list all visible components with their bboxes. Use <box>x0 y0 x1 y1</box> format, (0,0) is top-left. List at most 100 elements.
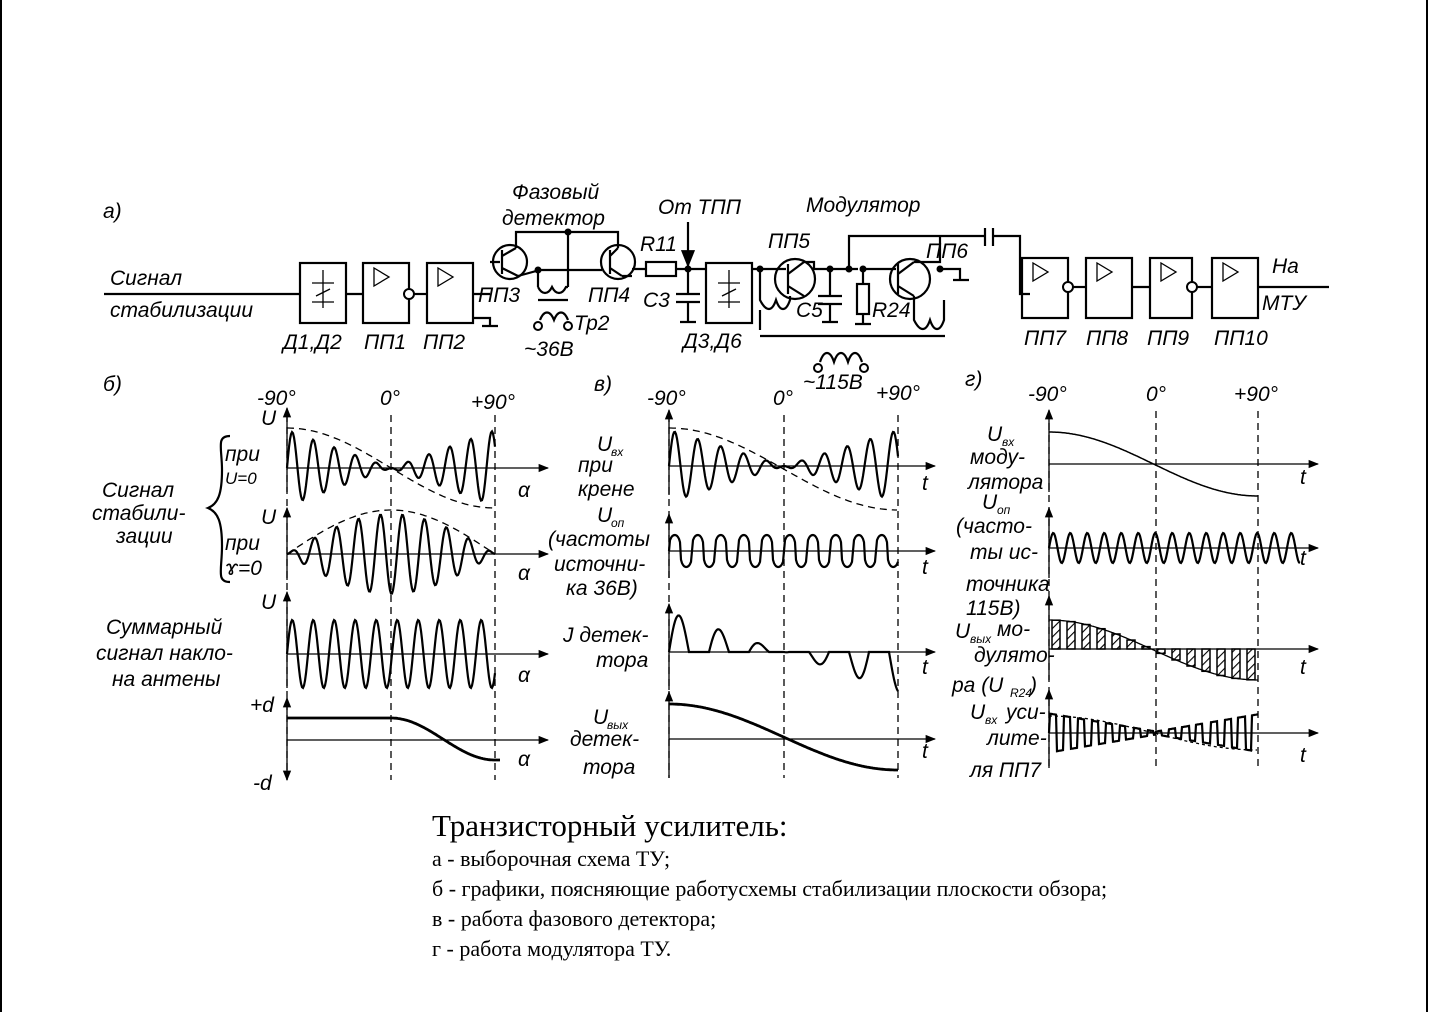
resistor-r11 <box>644 260 678 278</box>
label-tr2: Тр2 <box>574 312 610 335</box>
g-uout-label-4: ра (U <box>951 674 1004 697</box>
g4-axis-t: t <box>1300 744 1307 767</box>
b3-axis-alpha: α <box>518 664 531 687</box>
label-36v: ~36В <box>524 338 574 361</box>
v-angle-0: 0° <box>773 387 793 410</box>
graphs-b-part-label: б) <box>103 373 122 396</box>
phase-detector-label-1: Фазовый <box>512 181 600 204</box>
v-uin-label-u: U <box>597 433 613 456</box>
label-pp5: ПП5 <box>768 230 810 253</box>
g-uop-label-u: U <box>982 491 998 514</box>
amplifier-triangle-icon <box>1160 261 1178 283</box>
b2-axis-alpha: α <box>518 562 531 585</box>
g-uout-label-2: мо- <box>997 618 1030 641</box>
b2-waveform <box>286 513 496 595</box>
b-sum-label-3: на антены <box>112 668 221 691</box>
label-c5: С5 <box>796 299 823 322</box>
g-uout-label-u: U <box>955 620 971 643</box>
g-uinamp-label-3: лите- <box>986 727 1047 750</box>
b-sum-label-2: сигнал накло- <box>96 642 233 665</box>
label-pp1: ПП1 <box>364 331 406 354</box>
label-pp2: ПП2 <box>423 331 465 354</box>
caption-line-a: а - выборочная схема ТУ; <box>432 846 671 871</box>
b4-minus-d: -d <box>253 772 273 795</box>
graphs-g-part-label: г) <box>965 368 982 391</box>
b1-waveform <box>285 429 497 503</box>
amplifier-triangle-icon <box>1032 261 1050 283</box>
g3-hatched-bar <box>1231 648 1241 680</box>
v3-waveform <box>667 614 899 692</box>
amplifier-pp7 <box>1020 256 1070 320</box>
b2-axis-u: U <box>261 506 277 529</box>
b-case2-label-1: при <box>225 532 260 555</box>
amplifier-triangle-icon <box>373 266 391 288</box>
transistor-pp5 <box>773 257 817 301</box>
g2-axis-t: t <box>1300 547 1307 570</box>
b2-envelope <box>286 509 496 555</box>
coupling-capacitor <box>983 228 1030 296</box>
input-signal-label-2: стабилизации <box>110 299 253 322</box>
g-angle-minus90: -90° <box>1028 383 1067 406</box>
v-uop-label-3: источни- <box>554 553 645 576</box>
g3-hatched-bar <box>1216 648 1226 677</box>
b3-axis-u: U <box>261 591 277 614</box>
g-uop-label-sub: оп <box>997 503 1011 517</box>
v-uout-label-2: детек- <box>570 728 639 751</box>
figure-caption: Транзисторный усилитель: а - выборочная … <box>432 808 1107 964</box>
brace-icon <box>205 434 231 584</box>
g3-hatched-bar <box>1111 633 1121 650</box>
transformer-115v <box>818 351 864 366</box>
g3-hatched-bar <box>1066 620 1076 650</box>
amplifier-pp2 <box>425 261 475 325</box>
output-label-1: На <box>1272 255 1299 278</box>
v-uin-label-2: при <box>578 454 613 477</box>
modulator-label: Модулятор <box>806 194 921 217</box>
label-d1d2: Д1,Д2 <box>281 331 342 354</box>
b-signal-label-3: зации <box>115 525 173 548</box>
g-uinamp-label-u: U <box>970 701 986 724</box>
transistor-pp6 <box>888 257 932 301</box>
b-signal-label-2: стабили- <box>92 502 185 525</box>
g1-axis-t: t <box>1300 466 1307 489</box>
label-pp10: ПП10 <box>1214 327 1268 350</box>
graphs-v: в) -90° 0° +90° U вх при крене t U оп (ч… <box>548 373 937 779</box>
g-uin-label-u: U <box>987 423 1003 446</box>
v-uop-label-u: U <box>597 504 613 527</box>
transistor-pp4 <box>599 243 637 281</box>
v1-envelope <box>669 427 897 511</box>
transformer-tr2-secondary <box>538 311 570 323</box>
from-tpp-label: От ТПП <box>658 196 742 219</box>
v-uin-label-3: крене <box>578 478 635 501</box>
b4-axis-alpha: α <box>518 748 531 771</box>
label-115v: ~115В <box>803 371 863 394</box>
caption-line-g: г - работа модулятора ТУ. <box>432 936 672 961</box>
g-uin-label-3: лятора <box>967 471 1043 494</box>
g-angle-0: 0° <box>1146 383 1166 406</box>
g3-hatched-bar <box>1186 648 1196 667</box>
b1-axis-alpha: α <box>518 479 531 502</box>
g-uop-label-4: точника <box>966 573 1050 596</box>
transformer-tr2-primary <box>536 270 568 295</box>
diode-block-d3d6 <box>704 261 754 325</box>
amplifier-triangle-icon <box>1222 261 1240 283</box>
b-case2-label-2: ɤ=0 <box>225 557 262 580</box>
graphs-b: б) -90° 0° +90° Сигнал стабили- зации пр… <box>92 373 550 795</box>
g4-envelope <box>1049 715 1257 751</box>
g3-hatched-bar <box>1246 648 1256 681</box>
v-uop-label-2: (частоты <box>548 528 650 551</box>
g-uinamp-label-sub: вх <box>985 713 998 727</box>
g1-curve <box>1049 431 1258 497</box>
g3-hatched-bar <box>1051 619 1061 650</box>
b1-axis-u: U <box>261 407 277 430</box>
label-pp7: ПП7 <box>1024 327 1067 350</box>
g-uop-label-2: (часто- <box>956 515 1032 538</box>
b-angle-0: 0° <box>380 387 400 410</box>
v-uop-label-4: ка 36В) <box>566 577 638 600</box>
label-pp4: ПП4 <box>588 284 630 307</box>
v-uout-label-sub: вых <box>607 718 629 732</box>
g-uinamp-label-2: уси- <box>1004 701 1046 724</box>
g3-hatched-bar <box>1141 645 1151 650</box>
v2-waveform <box>667 533 900 569</box>
graphs-g: г) -90° 0° +90° U вх моду- лятора t U оп… <box>951 368 1320 782</box>
